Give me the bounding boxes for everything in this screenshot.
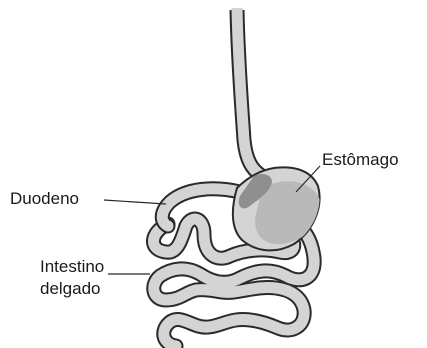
duodenum-leader-line [104, 200, 166, 204]
small-intestine-label-line2: delgado [40, 279, 101, 299]
esophagus [237, 8, 262, 176]
duodenum-label: Duodeno [10, 189, 79, 209]
stomach-label: Estômago [322, 150, 399, 170]
small-intestine-label-line1: Intestino [40, 257, 104, 277]
